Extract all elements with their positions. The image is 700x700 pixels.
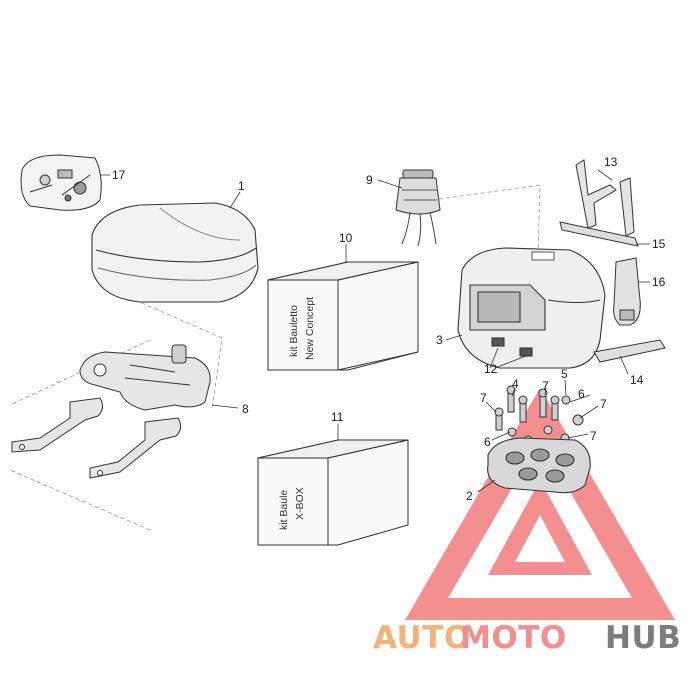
leader-1: [229, 191, 241, 209]
callout-8: 8: [242, 402, 249, 416]
guide-line-left-bottom: [9, 469, 151, 531]
callout-17: 17: [112, 168, 126, 182]
leader-12b: [494, 355, 527, 369]
arm-right: [89, 417, 182, 479]
part-13-bracket: [575, 159, 635, 237]
callout-9: 9: [366, 173, 373, 187]
leader-13: [597, 169, 613, 181]
box11-label-line1: kit Baule: [278, 490, 290, 530]
guide-line-rack: [134, 299, 223, 411]
callout-7d: 7: [590, 429, 597, 443]
part-9-beacon-light: [395, 169, 441, 247]
part-14-rail: [593, 339, 666, 363]
part-11-kit-box: [257, 439, 409, 546]
guide-line-beacon: [431, 184, 541, 256]
callout-2: 2: [466, 489, 473, 503]
box11-label-line2: X-BOX: [294, 487, 306, 520]
callout-7c: 7: [600, 397, 607, 411]
leader-12a: [489, 347, 499, 369]
callout-3: 3: [436, 333, 443, 347]
leader-8: [211, 404, 239, 409]
arm-left: [11, 397, 104, 453]
part-1-top-case: [91, 202, 259, 303]
callout-5: 5: [561, 367, 568, 381]
leader-2: [477, 479, 496, 493]
part-16-bracket: [613, 257, 641, 326]
callout-7a: 7: [480, 391, 487, 405]
callout-numbers: 1 17 8 10 11 9 13 15 16 3 12 14 4 5 6 7 …: [112, 155, 666, 503]
part-15-bar: [559, 221, 639, 247]
callout-7b: 7: [542, 379, 549, 393]
leader-9: [377, 179, 403, 189]
box10-label-line1: kit Bauletto: [288, 305, 300, 357]
callout-13: 13: [604, 155, 618, 169]
callout-11: 11: [331, 410, 344, 424]
part-3-top-case: [457, 247, 606, 369]
leader-3: [445, 334, 463, 341]
callout-6a: 6: [578, 387, 585, 401]
watermark-text: AUTO MOTO HUB: [373, 620, 681, 656]
callout-14: 14: [630, 373, 644, 387]
part-17-hardware-bag: [20, 154, 102, 211]
callout-16: 16: [652, 275, 666, 289]
rack-plate: [79, 351, 211, 411]
bolt-leaders: [485, 379, 599, 441]
part-10-kit-box: [267, 261, 419, 371]
watermark-triangle-notch: [515, 515, 565, 562]
callout-12: 12: [484, 362, 498, 376]
box10-label-line2: New Concept: [304, 297, 316, 360]
mounting-bolts: [494, 385, 584, 445]
callout-1: 1: [238, 179, 245, 193]
callout-4: 4: [512, 377, 519, 391]
part-2-base-plate: [487, 437, 591, 494]
callout-6b: 6: [484, 435, 491, 449]
part-8-rack-assembly: [11, 344, 211, 479]
watermark-logo: [405, 388, 675, 620]
watermark-text-hub: HUB: [605, 620, 681, 656]
callout-15: 15: [652, 237, 666, 251]
callout-10: 10: [339, 231, 353, 245]
watermark-text-auto: AUTO: [373, 620, 471, 656]
watermark-text-moto: MOTO: [460, 620, 567, 656]
leader-14: [619, 355, 629, 375]
